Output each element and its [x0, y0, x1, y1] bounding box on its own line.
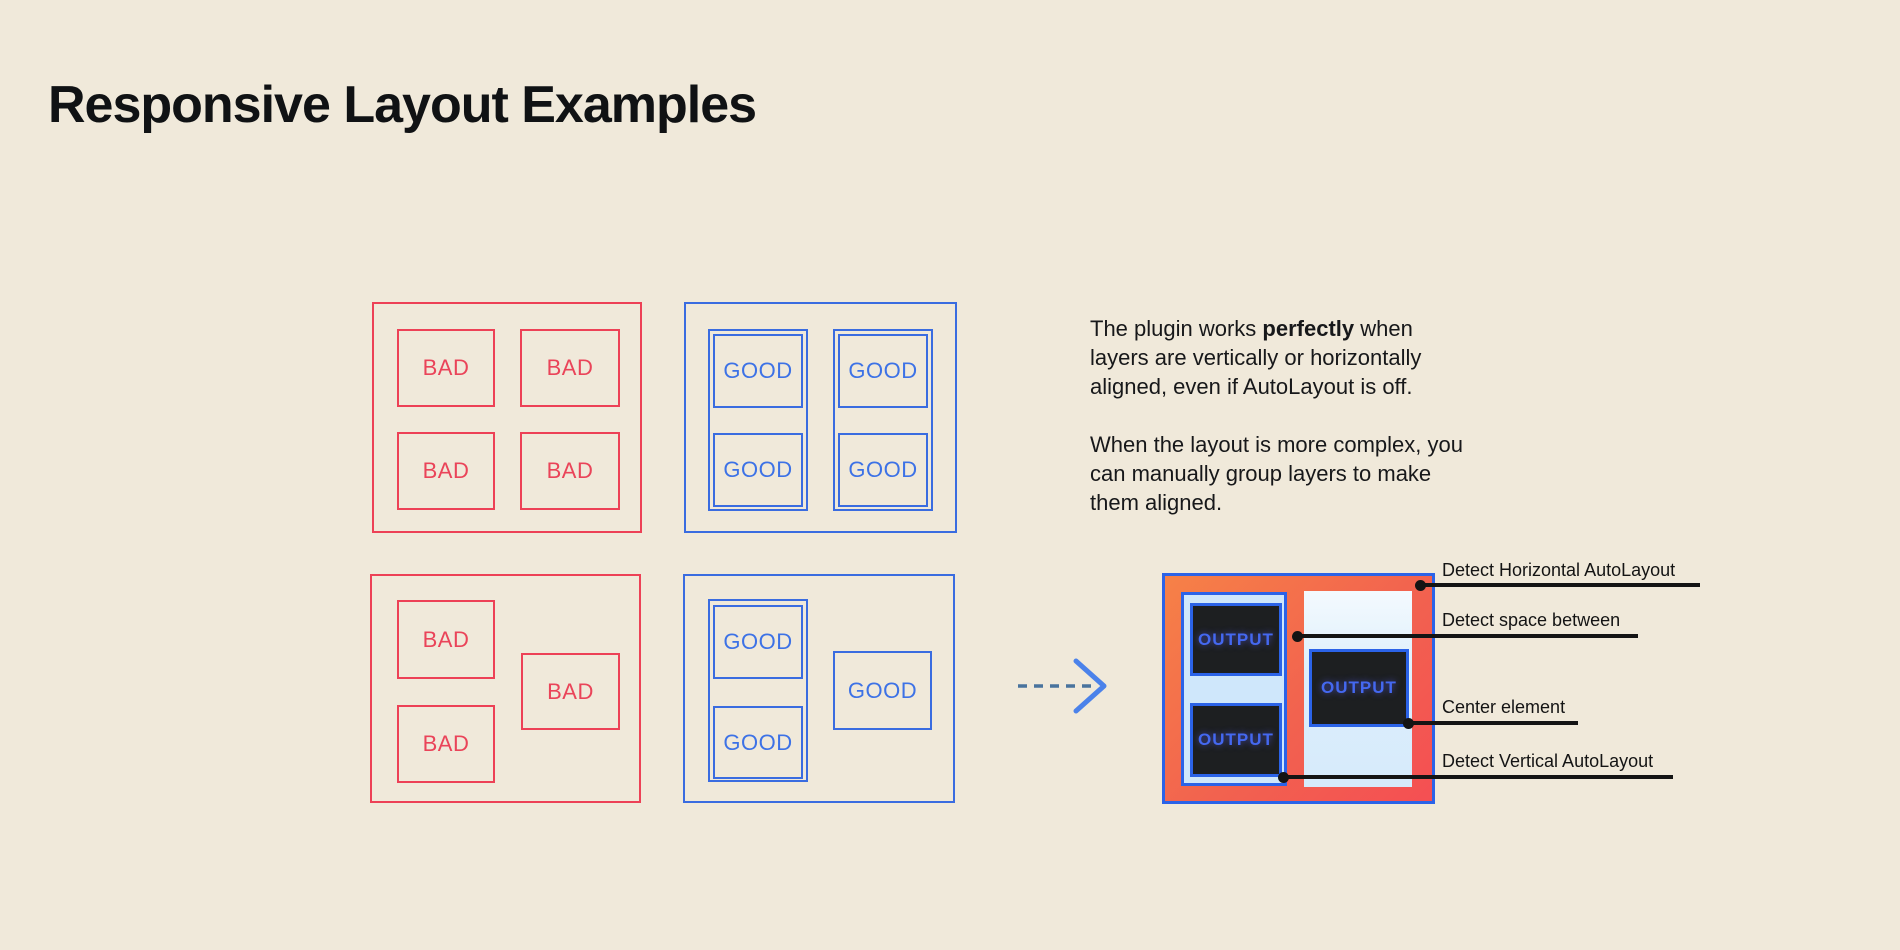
description-text: The plugin works perfectly when layers a…: [1090, 314, 1463, 546]
desc-line: When the layout is more complex, you: [1090, 432, 1463, 457]
description-paragraph-1: The plugin works perfectly when layers a…: [1090, 314, 1463, 401]
output-box: OUTPUT: [1190, 703, 1282, 777]
good-box: GOOD: [713, 334, 803, 408]
annotation-label-space-between: Detect space between: [1442, 610, 1621, 630]
annotation-dot: [1403, 718, 1414, 729]
bad-box: BAD: [520, 329, 620, 407]
output-box: OUTPUT: [1309, 649, 1409, 727]
good-grid-frame: GOOD GOOD GOOD GOOD: [684, 302, 957, 533]
bad-freeform-frame: BAD BAD BAD: [370, 574, 641, 803]
bad-box: BAD: [397, 432, 495, 510]
good-column-group: GOOD GOOD: [833, 329, 933, 511]
annotation-line: [1408, 721, 1578, 725]
bad-box: BAD: [397, 600, 495, 679]
good-freeform-frame: GOOD GOOD GOOD: [683, 574, 955, 803]
annotation-label-center-element: Center element: [1442, 697, 1566, 717]
bad-box: BAD: [397, 329, 495, 407]
annotation-dot: [1278, 772, 1289, 783]
bad-grid-frame: BAD BAD BAD BAD: [372, 302, 642, 533]
good-column-group: GOOD GOOD: [708, 599, 808, 782]
good-box: GOOD: [833, 651, 932, 730]
annotation-label-vertical-autolayout: Detect Vertical AutoLayout: [1442, 751, 1654, 771]
annotation-line: [1420, 583, 1700, 587]
good-box: GOOD: [838, 334, 928, 408]
annotation-dot: [1415, 580, 1426, 591]
good-box: GOOD: [713, 706, 803, 779]
bad-box: BAD: [520, 432, 620, 510]
bad-box: BAD: [397, 705, 495, 783]
desc-line: layers are vertically or horizontally: [1090, 345, 1422, 370]
annotation-label-horizontal-autolayout: Detect Horizontal AutoLayout: [1442, 560, 1676, 580]
annotation-line: [1283, 775, 1673, 779]
good-box: GOOD: [838, 433, 928, 507]
good-box: GOOD: [713, 605, 803, 679]
output-left-group-panel: OUTPUT OUTPUT: [1181, 592, 1287, 786]
good-column-group: GOOD GOOD: [708, 329, 808, 511]
output-box: OUTPUT: [1190, 603, 1282, 676]
annotation-dot: [1292, 631, 1303, 642]
output-right-column-panel: OUTPUT: [1304, 591, 1412, 787]
desc-line: The plugin works perfectly when: [1090, 316, 1413, 341]
desc-line: aligned, even if AutoLayout is off.: [1090, 374, 1413, 399]
desc-line: can manually group layers to make: [1090, 461, 1432, 486]
annotation-line: [1297, 634, 1638, 638]
desc-line: them aligned.: [1090, 490, 1223, 515]
good-box: GOOD: [713, 433, 803, 507]
bad-box: BAD: [521, 653, 620, 730]
output-preview-frame: OUTPUT OUTPUT OUTPUT: [1162, 573, 1435, 804]
page-title: Responsive Layout Examples: [48, 75, 757, 134]
description-paragraph-2: When the layout is more complex, you can…: [1090, 430, 1463, 517]
transform-arrow-icon: [1018, 658, 1107, 714]
